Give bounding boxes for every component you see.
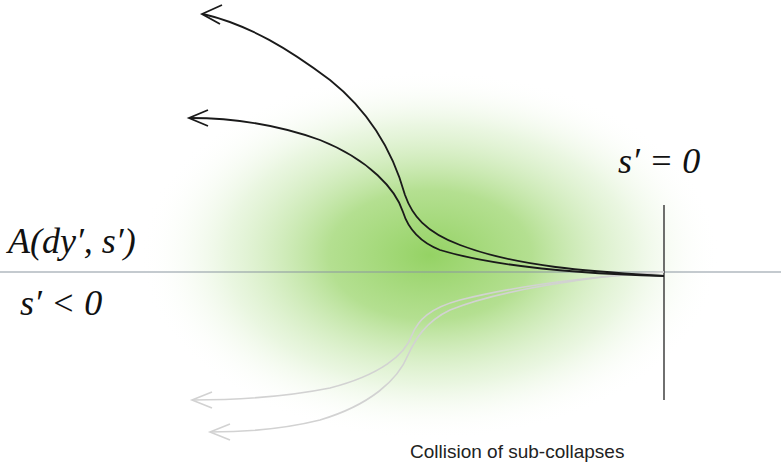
arrow-head [192, 392, 212, 408]
function-label: A(dy′, s′) [8, 222, 136, 262]
density-blob [140, 70, 720, 440]
arrow-head [189, 110, 208, 126]
dark-trajectories [189, 5, 664, 276]
region-label: s′ = 0 [618, 142, 700, 182]
trajectory-curve [190, 118, 664, 276]
trajectory-curve [210, 272, 664, 432]
boundary-line [663, 205, 664, 400]
arrow-head [210, 424, 230, 440]
region-label: s′ < 0 [20, 284, 102, 324]
trajectory-curve [192, 272, 664, 400]
trajectory-curve [203, 14, 664, 276]
arrow-head [202, 5, 222, 24]
faded-trajectories [192, 272, 664, 440]
caption: Collision of sub-collapses [410, 442, 624, 463]
